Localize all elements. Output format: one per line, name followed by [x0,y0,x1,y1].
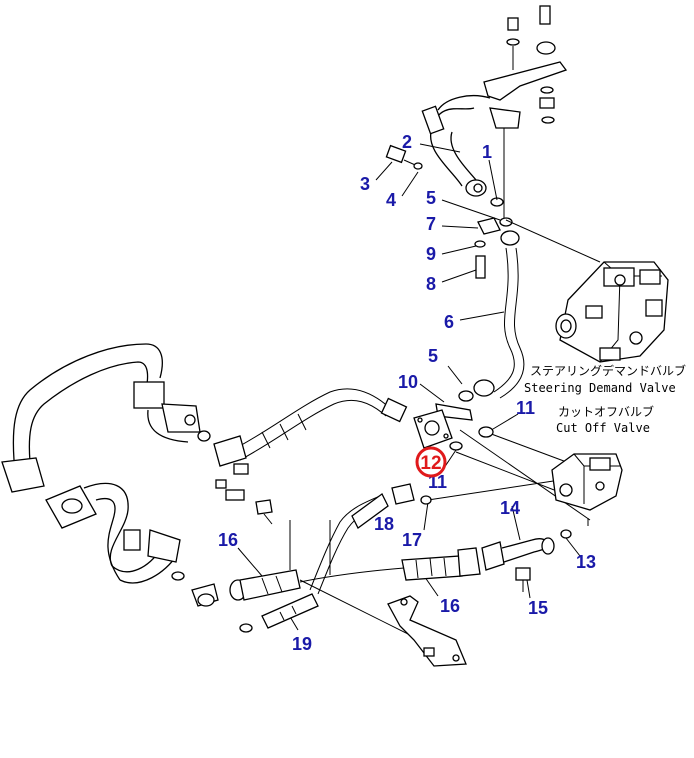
label-10: 10 [398,372,418,392]
steering-demand-valve [555,261,669,363]
bottom-bracket [387,595,467,667]
cutoff-valve-en: Cut Off Valve [556,421,650,435]
label-5-upper: 5 [426,188,436,208]
label-7: 7 [426,214,436,234]
hose-18-line [309,483,432,595]
label-9: 9 [426,244,436,264]
bolt-15 [515,567,531,592]
steering-valve-en: Steering Demand Valve [524,381,676,395]
highlighted-part-12[interactable]: 12 [415,446,447,478]
part-number-labels: 1 2 3 4 5 7 9 8 6 5 10 11 11 14 13 15 18… [218,132,596,654]
main-pipe-left [1,343,211,493]
label-18: 18 [374,514,394,534]
hose-6 [473,230,525,399]
o-ring-5-upper [499,217,513,227]
callout-steering-demand-valve: ステアリングデマンドバルブ Steering Demand Valve [524,363,686,395]
label-12: 12 [420,453,441,474]
label-3: 3 [360,174,370,194]
cutoff-valve-jp: カットオフバルブ [558,404,654,419]
bolt-3 [385,144,423,170]
flange-12 [413,409,463,451]
label-1: 1 [482,142,492,162]
top-bracket-assembly [483,5,568,220]
steering-valve-jp: ステアリングデマンドバルブ [530,363,686,378]
callout-cut-off-valve: カットオフバルブ Cut Off Valve [556,404,654,435]
label-19: 19 [292,634,312,654]
label-2: 2 [402,132,412,152]
label-11-upper: 11 [516,398,535,418]
label-4: 4 [386,190,396,210]
label-17: 17 [402,530,422,550]
label-16-right: 16 [440,596,460,616]
middle-hose [213,388,408,467]
pipe-14 [481,529,572,571]
lower-left-pipe [45,482,219,607]
label-5-lower: 5 [428,346,438,366]
hose-16-right [299,547,481,583]
small-fittings [215,463,273,525]
label-6: 6 [444,312,454,332]
label-13: 13 [576,552,596,572]
hose-19 [239,593,319,633]
cut-off-valve [551,453,623,526]
elbow-7 [474,217,501,279]
label-8: 8 [426,274,436,294]
label-16-left: 16 [218,530,238,550]
label-14: 14 [500,498,520,518]
pipe-2 [421,95,491,197]
label-15: 15 [528,598,548,618]
hose-16-left [229,569,301,601]
